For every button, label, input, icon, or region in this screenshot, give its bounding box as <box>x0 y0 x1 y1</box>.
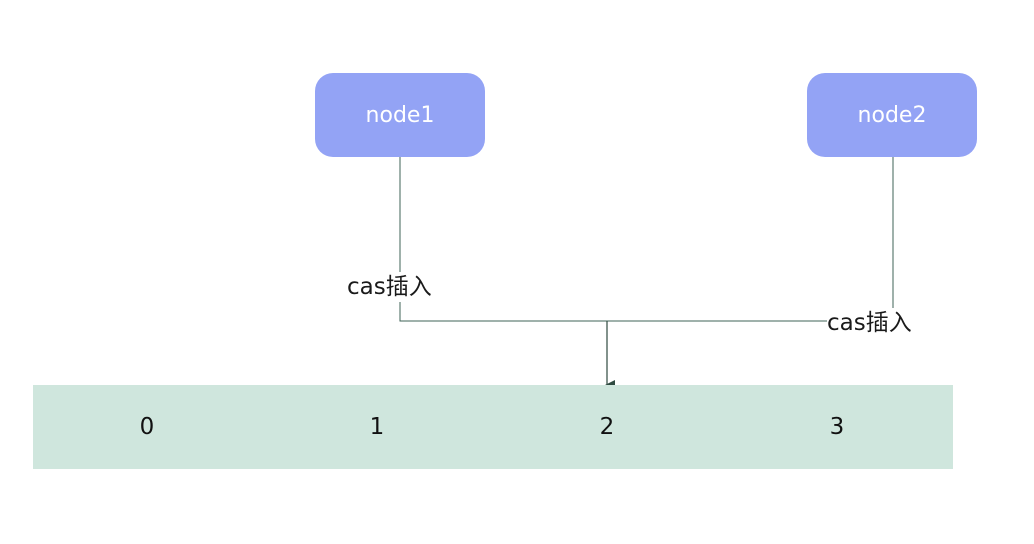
node2-to-merge-line <box>607 157 894 322</box>
edge-label-node1: cas插入 <box>347 272 432 302</box>
array-bar: 0 1 2 3 <box>33 385 953 469</box>
node2-box: node2 <box>807 73 977 157</box>
node1-box: node1 <box>315 73 485 157</box>
array-index-2: 2 <box>599 414 615 440</box>
array-index-0: 0 <box>139 414 155 440</box>
node1-to-merge-line <box>399 157 607 322</box>
node2-label: node2 <box>857 102 927 128</box>
edge-label-node2: cas插入 <box>827 308 912 338</box>
array-index-3: 3 <box>829 414 845 440</box>
node1-label: node1 <box>365 102 435 128</box>
array-index-1: 1 <box>369 414 385 440</box>
